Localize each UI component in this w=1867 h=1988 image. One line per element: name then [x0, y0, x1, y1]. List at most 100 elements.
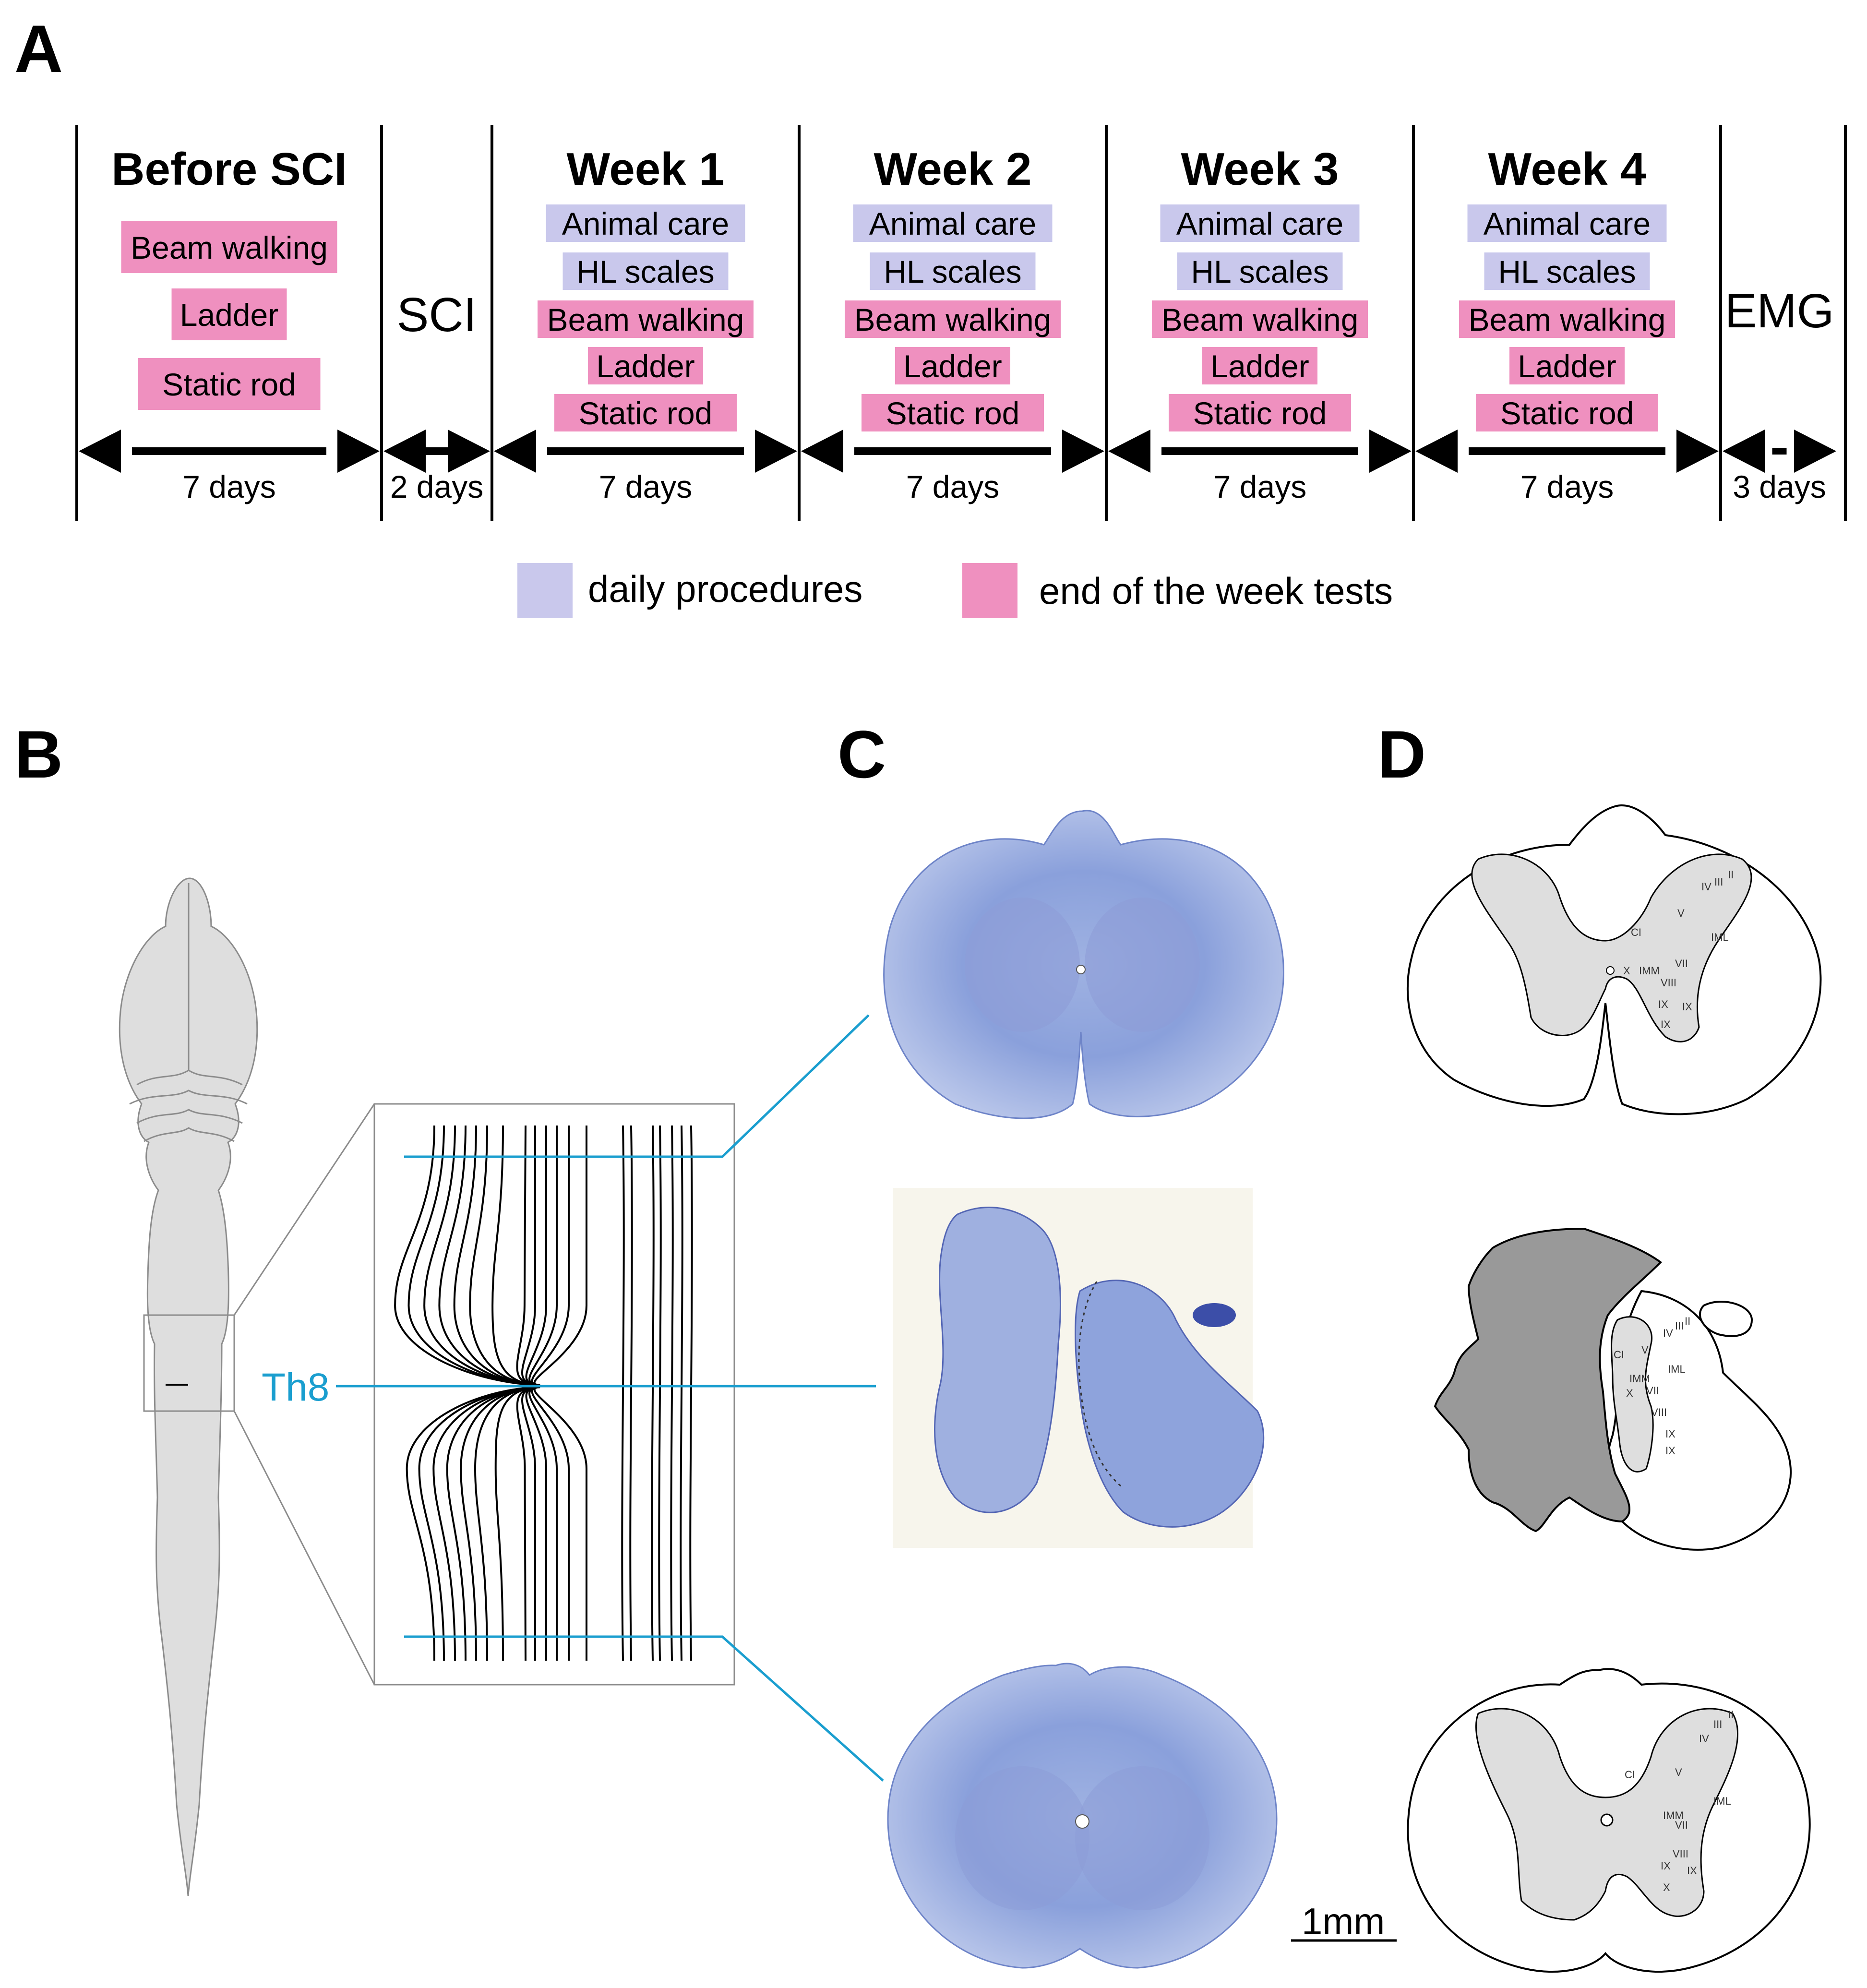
lamina-label: III — [1713, 1718, 1722, 1730]
lamina-label: II — [1728, 869, 1734, 881]
column-header: Week 4 — [1488, 144, 1646, 195]
lamina-label: III — [1675, 1320, 1684, 1332]
atlas-rostral-grey — [1471, 853, 1752, 1042]
arrowhead-right — [755, 430, 797, 473]
lamina-label: II — [1728, 1709, 1734, 1721]
procedure-label: Static rod — [886, 395, 1020, 431]
duration-label: 7 days — [906, 469, 999, 504]
lamina-label: V — [1641, 1344, 1649, 1356]
lamina-label: IV — [1663, 1327, 1673, 1339]
procedure-label: Ladder — [1210, 348, 1309, 384]
lamina-label: IX — [1661, 1860, 1671, 1872]
procedure-box-weekly — [138, 358, 321, 410]
procedure-box-daily — [1484, 252, 1650, 290]
section-rostral-tissue — [883, 810, 1284, 1119]
scale-bar: 1mm — [1291, 1900, 1397, 1942]
column-header: Week 3 — [1181, 144, 1339, 195]
fibre-line — [394, 1125, 540, 1661]
rat-cns-outline — [119, 877, 375, 1896]
lamina-label: IX — [1661, 1018, 1671, 1030]
procedure-label: Beam walking — [1161, 302, 1359, 337]
procedure-box-daily — [546, 204, 745, 242]
zoom-box — [373, 1103, 735, 1686]
procedure-label: Beam walking — [1469, 302, 1666, 337]
procedure-label: Static rod — [1500, 395, 1634, 431]
atlas-rostral — [1406, 804, 1822, 1115]
procedure-box-daily — [1177, 252, 1343, 290]
arrowhead-left — [383, 430, 426, 473]
fibre-line — [491, 1125, 540, 1661]
lamina-label: IMM — [1639, 965, 1660, 977]
lamina-label: V — [1675, 1766, 1682, 1778]
procedure-label: Static rod — [579, 395, 713, 431]
procedure-label: Beam walking — [547, 302, 744, 337]
fibre-line — [516, 1125, 540, 1661]
section-lesion — [893, 1188, 1265, 1548]
atlas-lesion — [1434, 1227, 1792, 1551]
duration-label: 2 days — [390, 469, 483, 504]
fibre-line — [407, 1125, 540, 1661]
lamina-label: VII — [1646, 1385, 1659, 1397]
section-caudal-canal — [1075, 1814, 1089, 1829]
section-rostral-canal — [1076, 965, 1086, 974]
arrowhead-right — [1676, 430, 1719, 473]
fibre-line — [531, 1126, 570, 1661]
fibre-line — [621, 1125, 625, 1661]
column-header: Week 1 — [566, 144, 724, 195]
procedure-label: HL scales — [1191, 254, 1328, 289]
procedure-label: HL scales — [884, 254, 1021, 289]
cerebellum-folds — [129, 1069, 248, 1142]
duration-label: 7 days — [1520, 469, 1614, 504]
panel-label-d: D — [1377, 717, 1426, 792]
legend-swatch-daily — [517, 563, 573, 618]
lamina-label: IV — [1701, 881, 1711, 893]
lamina-label: IMM — [1629, 1373, 1650, 1385]
section-caudal — [887, 1663, 1278, 1969]
fibre-line — [469, 1125, 540, 1661]
atlas-lesion-outline — [1605, 1290, 1792, 1551]
arrowhead-left — [1415, 430, 1458, 473]
section-lesion-tissue-left — [934, 1207, 1061, 1513]
connector-lower — [720, 1635, 884, 1782]
lamina-label: CI — [1631, 926, 1641, 938]
atlas-lesion-cyst — [1699, 1301, 1753, 1337]
zoom-line-bottom — [233, 1411, 375, 1685]
procedure-box-weekly — [1152, 300, 1368, 338]
panel-label-c: C — [838, 717, 886, 792]
procedure-box-weekly — [1509, 347, 1625, 384]
procedure-label: Static rod — [1193, 395, 1327, 431]
procedure-box-weekly — [554, 394, 737, 431]
procedure-label: Ladder — [903, 348, 1002, 384]
lamina-label: CI — [1625, 1769, 1635, 1781]
procedure-label: Animal care — [562, 206, 729, 241]
procedure-label: Beam walking — [854, 302, 1052, 337]
atlas-caudal-canal — [1600, 1813, 1614, 1827]
lamina-label: IX — [1687, 1865, 1697, 1877]
arrowhead-left — [1723, 430, 1765, 473]
arrowhead-right — [337, 430, 380, 473]
procedure-box-weekly — [1476, 394, 1658, 431]
lamina-label: VII — [1675, 1819, 1688, 1831]
arrowhead-left — [1108, 430, 1150, 473]
fibre-line — [658, 1125, 662, 1661]
lamina-label: IX — [1665, 1428, 1676, 1440]
fibre-lines — [394, 1125, 693, 1661]
procedure-box-daily — [853, 204, 1053, 242]
atlas-lesion-grey — [1611, 1316, 1654, 1473]
column-event-label: SCI — [397, 288, 477, 342]
procedure-box-weekly — [1169, 394, 1351, 431]
lamina-label: X — [1623, 965, 1630, 977]
lamina-label: IMM — [1663, 1809, 1684, 1821]
lamina-label: IX — [1682, 1001, 1692, 1013]
panel-label-b: B — [14, 717, 63, 792]
atlas-caudal — [1407, 1668, 1811, 1973]
lamina-label: II — [1685, 1315, 1690, 1327]
duration-label: 3 days — [1733, 469, 1826, 504]
procedure-box-weekly — [538, 300, 754, 338]
legend-swatch-weekly — [962, 563, 1017, 618]
